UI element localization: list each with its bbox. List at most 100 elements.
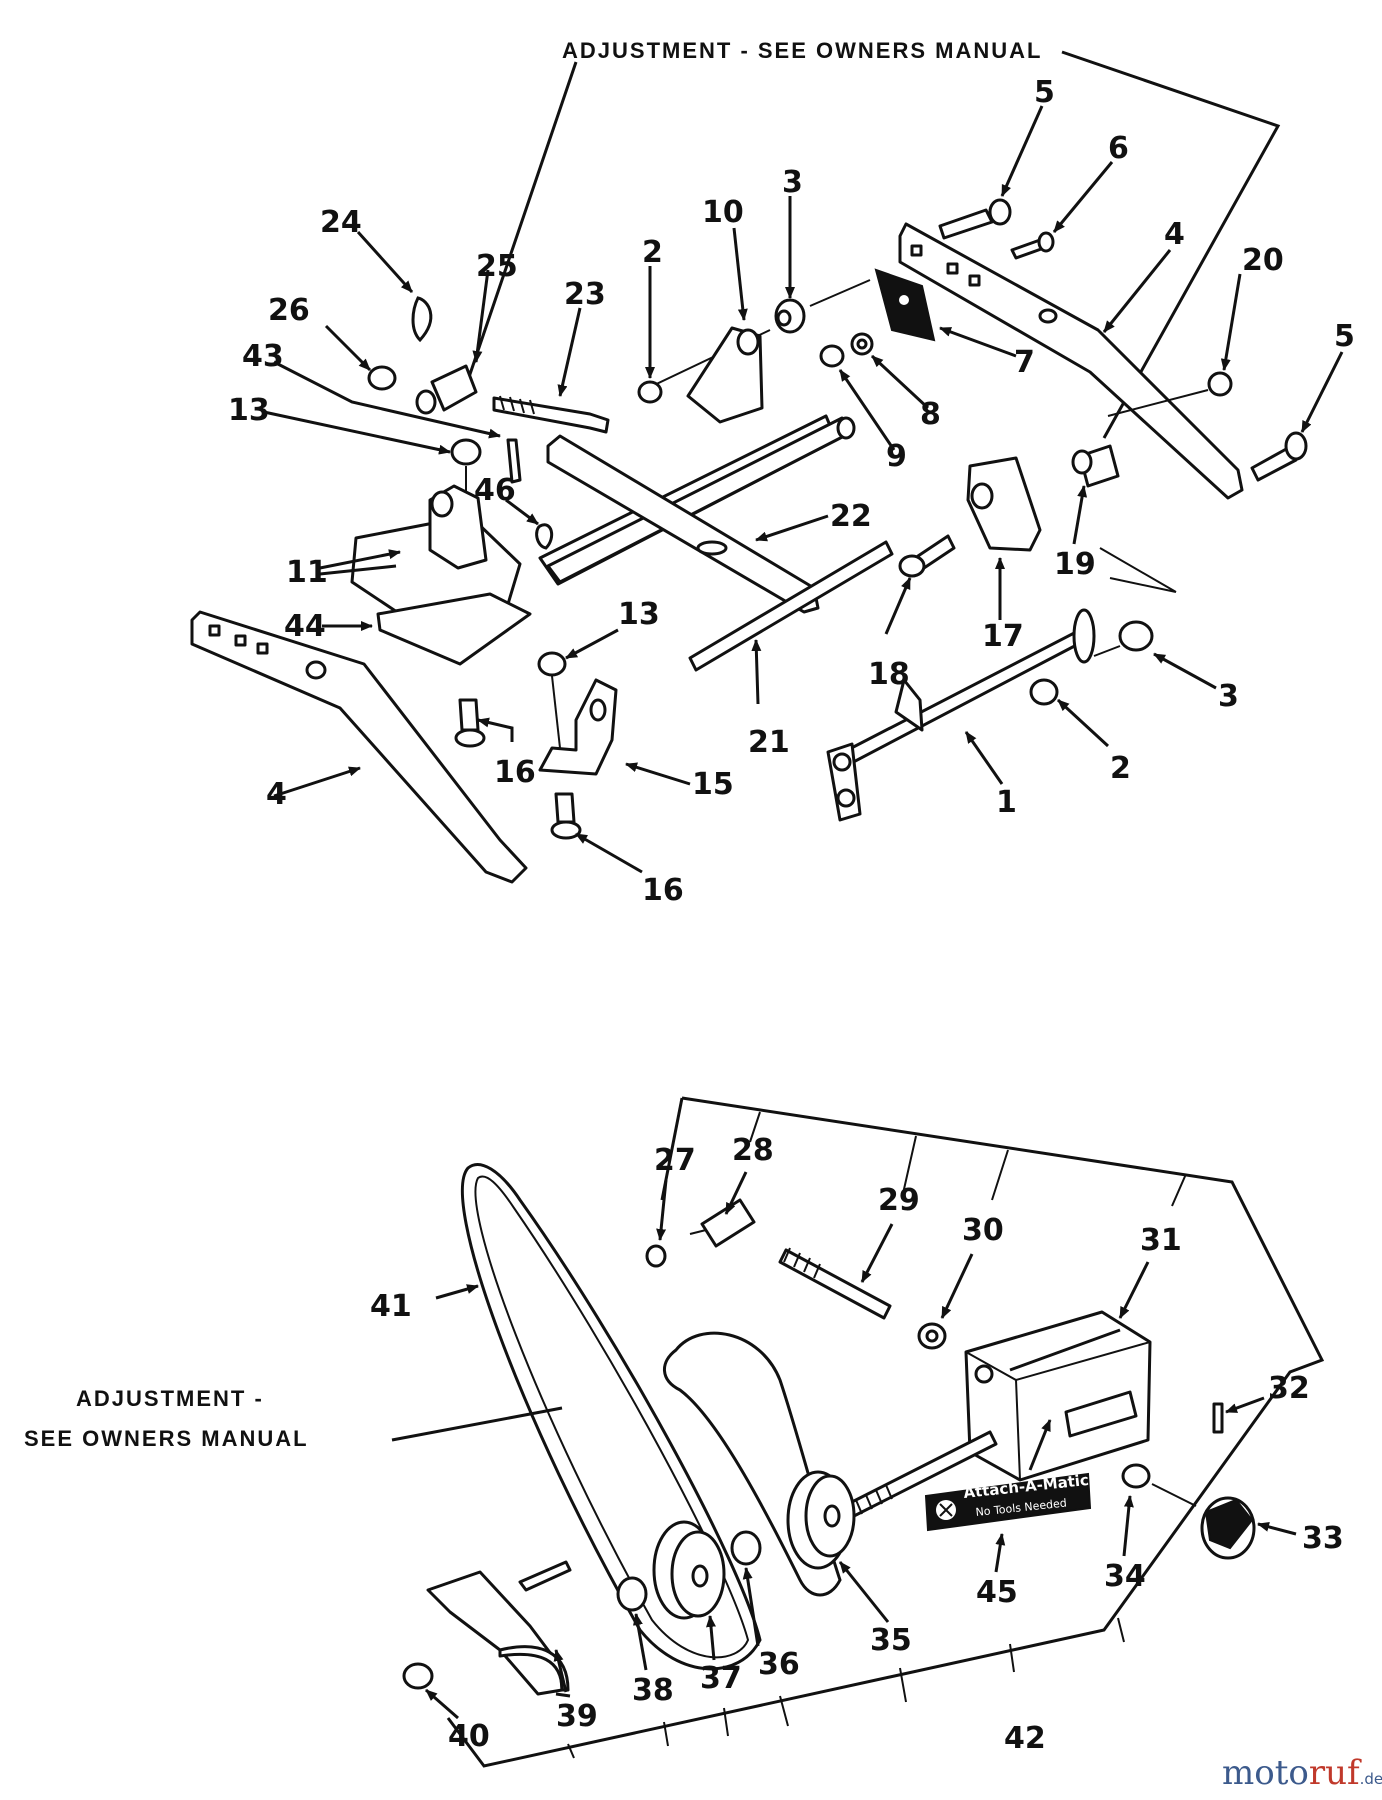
label-3: 3 [782, 165, 803, 200]
label-24: 24 [320, 205, 362, 240]
bar-hole [946, 262, 959, 275]
label-15: 15 [692, 767, 734, 802]
label-20: 20 [1242, 243, 1284, 278]
part-44-plate [376, 592, 532, 666]
label-36: 36 [758, 1647, 800, 1682]
part-21-shaft [688, 540, 894, 672]
label-4: 4 [1164, 217, 1185, 252]
label-29: 29 [878, 1183, 920, 1218]
part-16-bolt-right [554, 792, 576, 824]
label-34: 34 [1104, 1559, 1146, 1594]
label-16: 16 [642, 873, 684, 908]
part-40-nut [402, 1662, 434, 1690]
label-3: 3 [1218, 679, 1239, 714]
part-13-nut-lower [537, 651, 567, 677]
label-8: 8 [920, 397, 941, 432]
part-22-crossbar [546, 434, 820, 614]
label-40: 40 [448, 1719, 490, 1754]
bar-hole [910, 244, 923, 257]
part-1-fork [894, 678, 924, 732]
label-2: 2 [1110, 751, 1131, 786]
bottom-labels: 27 28 29 30 31 32 33 34 45 41 35 36 37 3… [370, 1133, 1344, 1756]
label-43: 43 [242, 339, 284, 374]
part-34-washer [1121, 1463, 1151, 1489]
label-38: 38 [632, 1673, 674, 1708]
caption-leader-right [1061, 50, 1281, 439]
label-6: 6 [1108, 131, 1129, 166]
part-36-spacer [730, 1530, 762, 1566]
label-35: 35 [870, 1623, 912, 1658]
label-32: 32 [1268, 1371, 1310, 1406]
label-25: 25 [476, 249, 518, 284]
part-small-belt [663, 1331, 842, 1597]
part-24-hair-clip [411, 296, 433, 343]
part-7-rubber-block [874, 268, 936, 342]
watermark-part1: moto [1222, 1753, 1309, 1793]
part-9-nut [819, 344, 845, 368]
label-18: 18 [868, 657, 910, 692]
top-labels: 5 6 3 10 2 4 20 5 7 8 9 19 17 18 22 21 3… [228, 75, 1355, 908]
part-15-angle-bracket [538, 678, 618, 776]
label-9: 9 [886, 439, 907, 474]
label-46: 46 [474, 473, 516, 508]
part-5-bolt-top [938, 208, 994, 240]
label-1: 1 [996, 785, 1017, 820]
part-16-bolt-left [458, 698, 480, 732]
watermark-part2: ruf [1309, 1753, 1362, 1793]
label-22: 22 [830, 499, 872, 534]
label-19: 19 [1054, 547, 1096, 582]
part-45-decal [924, 1472, 1092, 1532]
label-5: 5 [1034, 75, 1055, 110]
label-4: 4 [266, 777, 287, 812]
label-21: 21 [748, 725, 790, 760]
label-2: 2 [642, 235, 663, 270]
label-16: 16 [494, 755, 536, 790]
part-29-threaded-rod [778, 1248, 892, 1320]
svg-text:motoruf.de: motoruf.de [1222, 1753, 1382, 1793]
label-27: 27 [654, 1143, 696, 1178]
part-20-nut [1207, 371, 1233, 397]
part-4-left-bar [190, 610, 528, 884]
label-10: 10 [702, 195, 744, 230]
part-41-large-belt [460, 1163, 762, 1671]
label-33: 33 [1302, 1521, 1344, 1556]
label-13: 13 [618, 597, 660, 632]
bottom-leaders [425, 1171, 1297, 1720]
top-leaders [263, 105, 1344, 874]
part-32-pin [1212, 1402, 1224, 1434]
part-2-nut-top [637, 380, 663, 404]
bottom-caption-leader [391, 1406, 563, 1442]
part-39-belt-guard [426, 1570, 564, 1696]
label-44: 44 [284, 609, 326, 644]
group-bracket-outline [446, 1096, 1325, 1768]
label-11: 11 [286, 555, 328, 590]
label-7: 7 [1014, 345, 1035, 380]
label-39: 39 [556, 1699, 598, 1734]
label-23: 23 [564, 277, 606, 312]
part-2-nut-lower [1029, 678, 1059, 706]
part-27-e-clip [645, 1244, 667, 1268]
label-37: 37 [700, 1661, 742, 1696]
top-assembly: ADJUSTMENT - SEE OWNERS MANUAL [190, 38, 1355, 908]
label-13: 13 [228, 393, 270, 428]
part-25-clevis [430, 364, 478, 412]
label-28: 28 [732, 1133, 774, 1168]
part-43-cotter-pin [506, 438, 522, 484]
caption-leader-left [466, 61, 578, 381]
bottom-adjustment-caption-line2: SEE OWNERS MANUAL [24, 1426, 309, 1451]
part-46-clip [535, 523, 554, 550]
label-26: 26 [268, 293, 310, 328]
bottom-assembly: ADJUSTMENT - SEE OWNERS MANUAL [24, 1096, 1344, 1768]
watermark-suffix: .de [1360, 1770, 1382, 1788]
label-5: 5 [1334, 319, 1355, 354]
top-adjustment-caption: ADJUSTMENT - SEE OWNERS MANUAL [562, 38, 1042, 63]
label-45: 45 [976, 1575, 1018, 1610]
bottom-adjustment-caption-line1: ADJUSTMENT - [76, 1386, 264, 1411]
part-17-bracket [966, 456, 1042, 552]
part-13-nut-top [450, 438, 482, 466]
label-17: 17 [982, 619, 1024, 654]
part-3-spacer-lower [1118, 620, 1154, 652]
watermark-logo: motoruf.de [1222, 1753, 1382, 1793]
label-42: 42 [1004, 1721, 1046, 1756]
part-26-nut [367, 365, 397, 391]
